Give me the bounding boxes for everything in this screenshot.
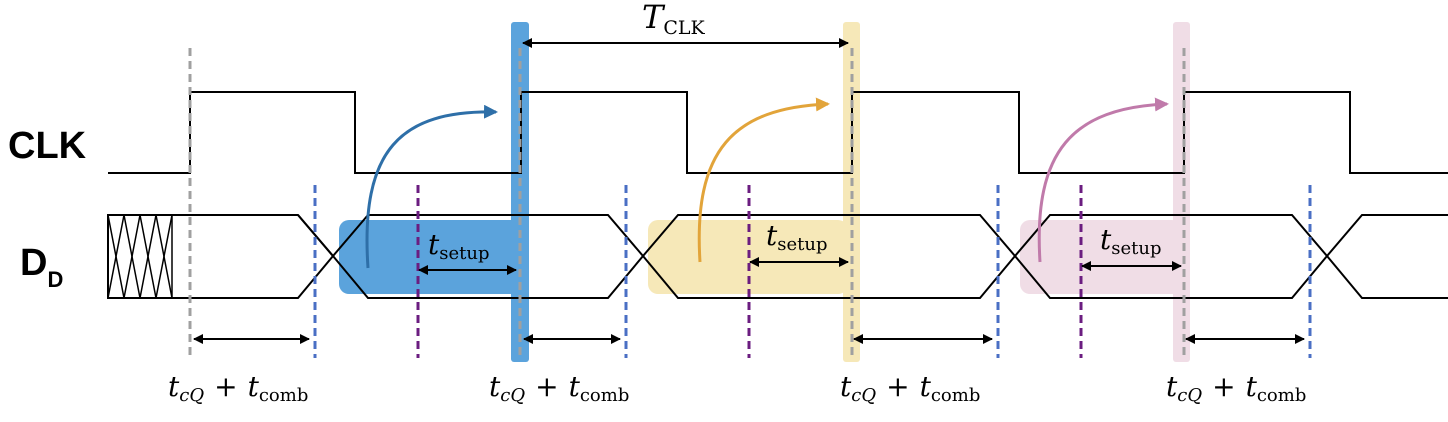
data-valid-markers bbox=[313, 185, 1312, 358]
delay-label: tcQ+tcomb bbox=[1166, 370, 1306, 406]
svg-text:tcQ+tcomb: tcQ+tcomb bbox=[168, 370, 308, 406]
clock-edge-bar-pink bbox=[1173, 22, 1190, 362]
setup-label: tsetup bbox=[766, 219, 828, 255]
clk-label: CLK bbox=[8, 125, 87, 167]
data-label: DD bbox=[20, 242, 63, 292]
delay-label: tcQ+tcomb bbox=[168, 370, 308, 406]
unknown-data-hatch bbox=[107, 214, 173, 299]
clock-period-label: TCLK bbox=[642, 0, 705, 39]
svg-text:tcQ+tcomb: tcQ+tcomb bbox=[489, 370, 629, 406]
setup-label: tsetup bbox=[1100, 223, 1162, 259]
capture-arrow-blue bbox=[365, 104, 498, 269]
setup-markers bbox=[416, 185, 1083, 358]
capture-arrow-orange bbox=[697, 97, 830, 263]
setup-label: tsetup bbox=[428, 228, 490, 264]
svg-text:tcQ+tcomb: tcQ+tcomb bbox=[1166, 370, 1306, 406]
capture-arrow-pink bbox=[1037, 97, 1169, 263]
setup-region-blue bbox=[339, 220, 522, 294]
delay-label: tcQ+tcomb bbox=[840, 370, 980, 406]
svg-text:tcQ+tcomb: tcQ+tcomb bbox=[840, 370, 980, 406]
setup-region-pink bbox=[1020, 220, 1182, 294]
data-waveform bbox=[107, 214, 1448, 299]
clk-waveform bbox=[108, 91, 1448, 174]
delay-label: tcQ+tcomb bbox=[489, 370, 629, 406]
